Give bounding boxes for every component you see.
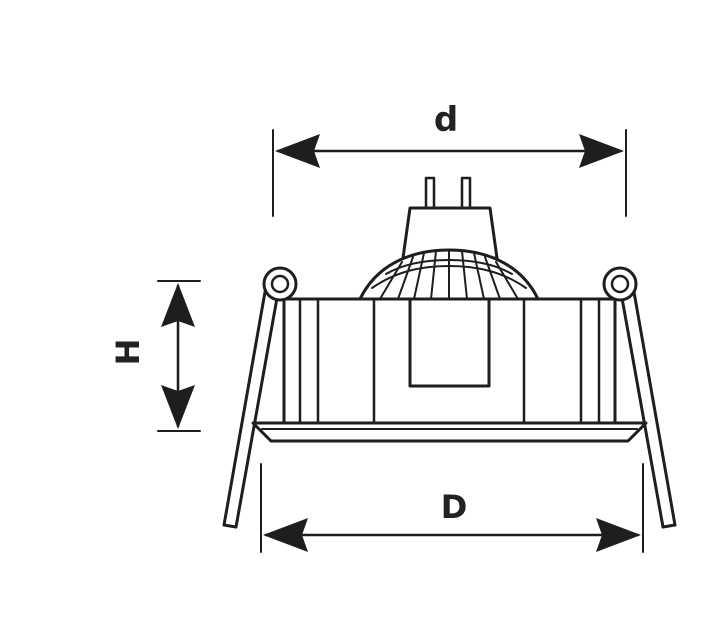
dimension-d — [272, 129, 627, 217]
spring-clip-left — [222, 266, 298, 529]
lamp-window — [408, 297, 491, 388]
trim-flange — [251, 421, 648, 443]
H-arrow-bottom — [161, 385, 195, 429]
label-D: D — [441, 488, 468, 526]
lamp-pins — [424, 176, 472, 212]
lamp-reflector — [358, 248, 540, 301]
dimension-D — [260, 463, 644, 553]
dimension-H — [157, 280, 201, 432]
spring-clip-right — [602, 266, 677, 529]
lamp-pin-right — [460, 176, 472, 212]
d-arrow-right — [579, 134, 624, 168]
H-arrow-top — [161, 283, 195, 327]
housing-body — [282, 297, 617, 425]
label-d: d — [434, 100, 458, 140]
lamp-pin-left — [424, 176, 436, 212]
label-H: H — [109, 339, 147, 366]
D-arrow-left — [263, 518, 308, 552]
D-arrow-right — [596, 518, 641, 552]
d-arrow-left — [275, 134, 320, 168]
